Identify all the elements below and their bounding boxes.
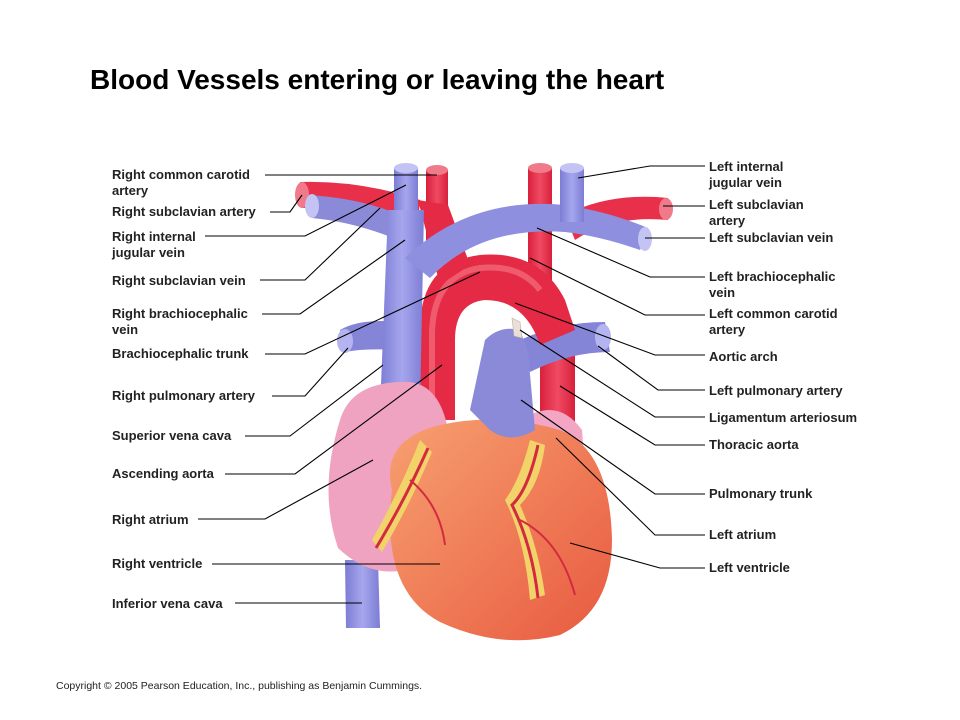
- leader-thoracic-aorta: [559, 385, 705, 446]
- right-subclavian-vein-end: [305, 194, 319, 218]
- label-thoracic-aorta: Thoracic aorta: [709, 437, 799, 452]
- coronary-branch-2: [519, 519, 576, 596]
- inferior-vena-cava: [345, 560, 380, 628]
- leader-ascending-aorta: [225, 364, 443, 475]
- label-right-internal-jugular-vein: Right internal jugular vein: [112, 229, 196, 260]
- right-internal-jugular-vein-end: [394, 163, 418, 173]
- leader-right-internal-jugular: [205, 184, 407, 237]
- label-left-subclavian-artery: Left subclavian artery: [709, 197, 804, 228]
- label-right-common-carotid: Right common carotid artery: [112, 167, 250, 198]
- right-pulmonary-artery-end: [337, 329, 353, 353]
- label-right-subclavian-artery: Right subclavian artery: [112, 204, 256, 219]
- aortic-arch-highlight: [429, 264, 543, 410]
- leader-right-atrium: [198, 459, 374, 520]
- left-brachiocephalic-vein: [405, 203, 648, 278]
- left-pulmonary-artery-end: [595, 324, 611, 350]
- leader-left-atrium: [555, 437, 705, 536]
- leader-right-brachiocephalic-vein: [262, 239, 406, 315]
- label-left-pulmonary-artery: Left pulmonary artery: [709, 383, 843, 398]
- label-left-atrium: Left atrium: [709, 527, 777, 542]
- label-right-pulmonary-artery: Right pulmonary artery: [112, 388, 256, 403]
- label-right-ventricle: Right ventricle: [112, 556, 203, 571]
- leader-left-ventricle: [569, 542, 705, 569]
- left-common-carotid-end: [528, 163, 552, 173]
- leader-lines-right: [514, 165, 705, 569]
- leader-aortic-arch: [514, 302, 705, 356]
- coronary-fat-left: [372, 440, 432, 552]
- superior-vena-cava: [380, 210, 424, 410]
- label-brachiocephalic-trunk: Brachiocephalic trunk: [112, 346, 249, 361]
- ligamentum-arteriosum: [511, 317, 523, 339]
- pulmonary-trunk: [470, 328, 535, 438]
- leader-left-internal-jugular: [577, 165, 705, 179]
- label-pulmonary-trunk: Pulmonary trunk: [709, 486, 813, 501]
- leader-left-common-carotid: [529, 257, 705, 316]
- label-superior-vena-cava: Superior vena cava: [112, 428, 232, 443]
- leader-superior-vena-cava: [245, 364, 384, 437]
- left-subclavian-artery-end: [659, 198, 673, 220]
- leader-left-pulmonary-artery: [597, 345, 705, 391]
- right-common-carotid-end: [426, 165, 448, 175]
- left-internal-jugular-vein-end: [560, 163, 584, 173]
- coronary-artery-left: [374, 447, 430, 549]
- leader-right-subclavian-vein: [260, 207, 381, 281]
- page-title: Blood Vessels entering or leaving the he…: [90, 64, 665, 95]
- copyright-notice: Copyright © 2005 Pearson Education, Inc.…: [56, 680, 423, 692]
- label-left-common-carotid: Left common carotid artery: [709, 306, 838, 337]
- left-subclavian-vein-end: [638, 227, 652, 251]
- leader-right-subclavian-artery: [270, 194, 303, 213]
- ventricles: [390, 419, 612, 641]
- leader-ligamentum-arteriosum: [519, 329, 705, 418]
- leader-pulmonary-trunk: [520, 399, 705, 495]
- left-internal-jugular-vein: [560, 168, 584, 222]
- label-right-atrium: Right atrium: [112, 512, 189, 527]
- label-left-internal-jugular-vein: Left internal jugular vein: [709, 159, 784, 190]
- label-aortic-arch: Aortic arch: [709, 349, 778, 364]
- leader-right-pulmonary-artery: [272, 347, 349, 397]
- label-ascending-aorta: Ascending aorta: [112, 466, 214, 481]
- coronary-fat-center: [505, 440, 545, 600]
- aortic-arch: [420, 254, 575, 420]
- leader-left-brachiocephalic-vein: [536, 227, 705, 278]
- coronary-branch-1: [409, 479, 446, 546]
- label-inferior-vena-cava: Inferior vena cava: [112, 596, 223, 611]
- right-subclavian-vein: [308, 195, 400, 240]
- leader-lines-left: [198, 174, 481, 604]
- label-left-brachiocephalic-vein: Left brachiocephalic vein: [709, 269, 836, 300]
- leader-brachiocephalic-trunk: [265, 271, 481, 355]
- label-left-subclavian-vein: Left subclavian vein: [709, 230, 834, 245]
- label-right-brachiocephalic-vein: Right brachiocephalic vein: [112, 306, 248, 337]
- label-left-ventricle: Left ventricle: [709, 560, 790, 575]
- label-ligamentum-arteriosum: Ligamentum arteriosum: [709, 410, 858, 425]
- coronary-artery-center: [510, 444, 540, 599]
- label-right-subclavian-vein: Right subclavian vein: [112, 273, 246, 288]
